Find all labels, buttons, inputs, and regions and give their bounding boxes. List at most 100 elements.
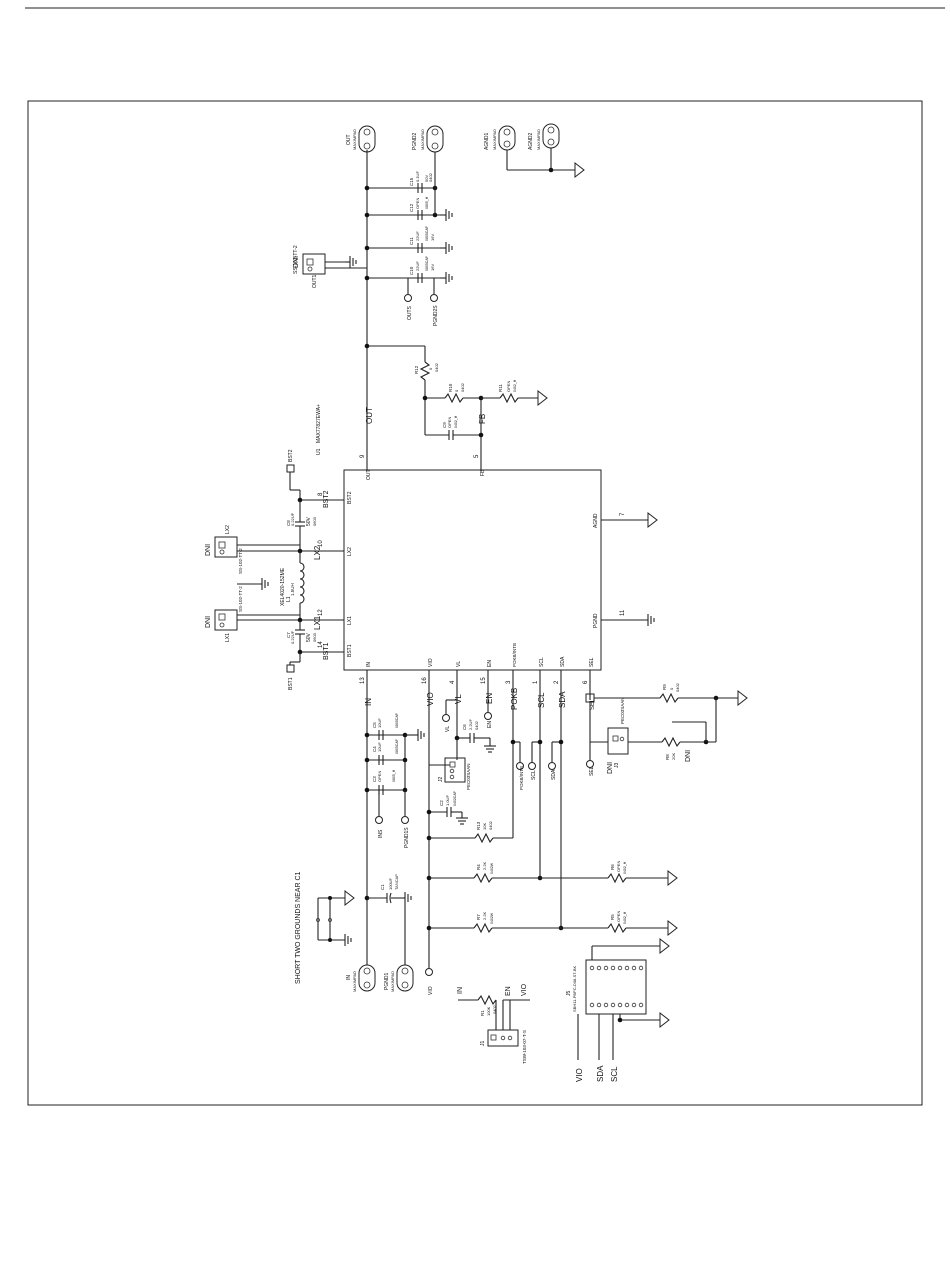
pad-in: IN MAXIMPAD bbox=[346, 964, 376, 992]
svg-text:SBH11-PBPC-D08-ST-BK: SBH11-PBPC-D08-ST-BK bbox=[572, 966, 577, 1012]
svg-text:BST2: BST2 bbox=[288, 449, 294, 462]
bst1-network: BST1 C7 0.22UF 50V 0603 BST1 bbox=[286, 620, 330, 690]
svg-text:MAXIMPAD: MAXIMPAD bbox=[536, 129, 541, 150]
svg-text:1.0UF: 1.0UF bbox=[445, 795, 450, 806]
cap-c15: C15 0.1UF 50V 0402 bbox=[409, 171, 433, 193]
header-j2: J2 PEC03SAAN bbox=[429, 738, 471, 790]
pad-agnd2: AGND2 MAXIMPAD bbox=[528, 123, 560, 170]
svg-text:BST2: BST2 bbox=[323, 490, 330, 508]
svg-text:OPEN: OPEN bbox=[616, 911, 621, 922]
header-out1: SS-102-TT-2 DNI OUT1 bbox=[293, 245, 367, 288]
header-j3-body bbox=[607, 727, 629, 755]
ic-pin-agnd: 7 AGND bbox=[593, 512, 648, 528]
test-point-vio bbox=[425, 968, 433, 976]
svg-text:PEC03SAAN: PEC03SAAN bbox=[466, 763, 471, 790]
svg-text:0402_H: 0402_H bbox=[623, 911, 627, 924]
svg-text:0402_H: 0402_H bbox=[623, 861, 627, 874]
svg-text:0: 0 bbox=[428, 367, 433, 370]
ic-pin-fb: 5 FB bbox=[474, 435, 486, 476]
ic-pin-vl: VL 4 bbox=[450, 661, 462, 700]
svg-text:2.2K: 2.2K bbox=[482, 911, 487, 920]
svg-text:22UF: 22UF bbox=[415, 231, 420, 241]
svg-text:0402_H: 0402_H bbox=[513, 379, 517, 392]
svg-text:BST2: BST2 bbox=[347, 491, 353, 504]
svg-text:R5: R5 bbox=[610, 914, 615, 920]
ground-icon bbox=[456, 817, 468, 825]
svg-text:0805CAP: 0805CAP bbox=[425, 255, 429, 271]
svg-text:0805CAP: 0805CAP bbox=[395, 738, 399, 754]
svg-text:0.22UF: 0.22UF bbox=[290, 512, 295, 526]
svg-text:TSW-103-07-T-S: TSW-103-07-T-S bbox=[522, 1030, 527, 1064]
svg-text:SS-102-TT-2: SS-102-TT-2 bbox=[293, 245, 299, 274]
svg-text:14: 14 bbox=[318, 641, 324, 648]
svg-text:10UF: 10UF bbox=[377, 718, 382, 728]
scl-network: SCL SCL bbox=[528, 692, 546, 881]
svg-text:BST1: BST1 bbox=[323, 642, 330, 660]
svg-text:R7: R7 bbox=[476, 914, 481, 920]
ic-u1: U1 MAX77827EWA+ 8 BST2 10 LX2 12 LX1 14 … bbox=[300, 404, 648, 700]
svg-text:VIO: VIO bbox=[575, 1068, 584, 1082]
agnd-ground-icon bbox=[667, 869, 678, 887]
svg-text:INS: INS bbox=[378, 829, 384, 838]
sda-network: SDA SDA bbox=[548, 691, 567, 931]
svg-text:OUT: OUT bbox=[346, 134, 352, 145]
ic-pin-sda: SDA 2 bbox=[554, 656, 566, 700]
svg-text:PEC03SAAN: PEC03SAAN bbox=[620, 697, 625, 724]
ic-pin-scl: SCL 1 bbox=[533, 657, 545, 700]
svg-text:SCL: SCL bbox=[537, 692, 546, 708]
svg-text:DNI: DNI bbox=[205, 616, 212, 628]
svg-text:50V: 50V bbox=[424, 175, 429, 182]
svg-text:OPEN: OPEN bbox=[447, 417, 452, 428]
svg-text:0805CAP: 0805CAP bbox=[395, 712, 399, 728]
sel-network: R9 0 0402 SEL SEL PEC03SAAN J3 DNI R8 20… bbox=[585, 682, 748, 776]
ic-pin-in: IN 13 bbox=[360, 662, 372, 700]
pad-agnd1: AGND1 MAXIMPAD bbox=[484, 125, 516, 170]
svg-text:0805_H: 0805_H bbox=[392, 769, 396, 782]
svg-text:LX2: LX2 bbox=[225, 525, 231, 534]
svg-text:2.2UF: 2.2UF bbox=[468, 719, 473, 730]
test-point-en bbox=[484, 712, 492, 720]
test-point-pgnd2s: PGND2S bbox=[430, 278, 439, 326]
svg-text:OPEN: OPEN bbox=[506, 381, 511, 392]
svg-text:10: 10 bbox=[318, 540, 324, 547]
svg-text:8: 8 bbox=[318, 492, 324, 496]
svg-text:SDA: SDA bbox=[558, 691, 567, 708]
svg-text:22UF: 22UF bbox=[415, 261, 420, 271]
ground-icon bbox=[261, 578, 269, 590]
svg-text:VL: VL bbox=[456, 661, 462, 667]
ground-icon bbox=[404, 892, 412, 904]
svg-text:MAXIMPAD: MAXIMPAD bbox=[352, 971, 357, 992]
ic-pin-lx2: 10 LX2 bbox=[300, 540, 353, 556]
svg-text:R9: R9 bbox=[662, 684, 667, 690]
svg-text:C4: C4 bbox=[372, 746, 377, 752]
svg-text:EN: EN bbox=[505, 986, 512, 996]
svg-text:IN: IN bbox=[366, 662, 372, 667]
ic-pin-out: 9 OUT bbox=[360, 430, 372, 480]
cap-c10: C10 22UF 0805CAP 16V bbox=[409, 255, 435, 283]
svg-text:0402W: 0402W bbox=[490, 862, 494, 874]
svg-text:SS-102-TT-2: SS-102-TT-2 bbox=[238, 548, 243, 574]
svg-text:DNI: DNI bbox=[685, 750, 692, 762]
inductor-l1: L1 XEL4020-152ME 1.5UH bbox=[280, 551, 305, 620]
ic-part: MAX77827EWA+ bbox=[316, 404, 322, 443]
svg-text:R6: R6 bbox=[610, 864, 615, 870]
svg-text:OPEN: OPEN bbox=[616, 861, 621, 872]
ground-icon bbox=[440, 272, 453, 284]
svg-text:FB: FB bbox=[480, 469, 486, 476]
ic-pin-pokb: POKB/INTB 3 bbox=[506, 643, 517, 700]
svg-text:0: 0 bbox=[454, 389, 459, 392]
svg-text:0402: 0402 bbox=[428, 172, 433, 182]
bst2-network: BST2 C8 0.22UF 50V 0603 BST2 bbox=[286, 449, 330, 551]
resistor-r9 bbox=[659, 692, 679, 704]
cap-c2: C2 1.0UF 0402CAP bbox=[426, 790, 468, 825]
svg-text:SEL: SEL bbox=[590, 698, 596, 710]
svg-text:OUT: OUT bbox=[366, 469, 372, 480]
vl-network: VL VL C6 2.2UF 0402 bbox=[442, 694, 496, 753]
resistor-r6 bbox=[607, 872, 627, 884]
agnd-ground-icon bbox=[647, 511, 658, 529]
svg-text:R13: R13 bbox=[476, 821, 481, 830]
svg-text:SCL: SCL bbox=[531, 770, 537, 780]
svg-text:SDA: SDA bbox=[560, 656, 566, 667]
svg-text:0402W: 0402W bbox=[490, 912, 494, 924]
svg-text:0402: 0402 bbox=[460, 382, 465, 392]
